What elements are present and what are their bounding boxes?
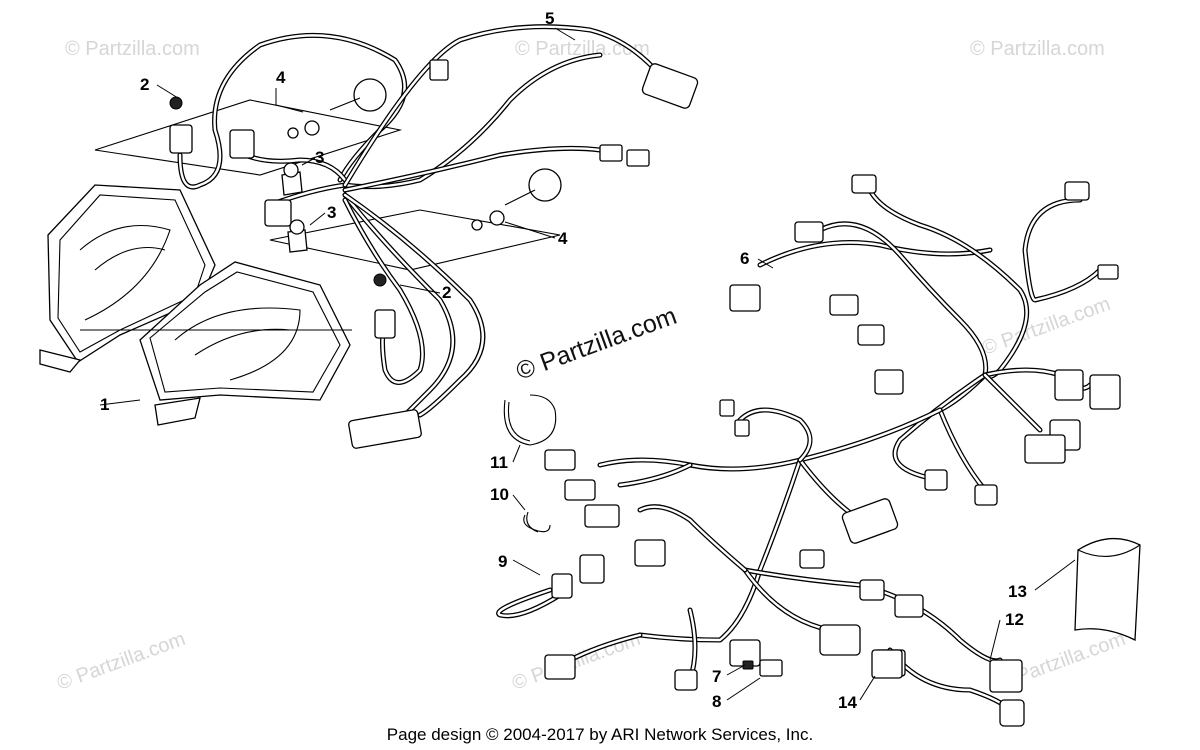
watermark-top-right: © Partzilla.com (970, 38, 1105, 60)
callout-12: 12 (1005, 610, 1024, 629)
callout-6: 6 (740, 249, 749, 268)
watermark-top-left: © Partzilla.com (65, 38, 200, 60)
callout-5: 5 (545, 9, 554, 28)
callout-labels: 1 2 2 3 3 4 4 5 6 7 8 9 10 11 12 13 14 (100, 9, 1027, 712)
watermark-top-center: © Partzilla.com (515, 38, 650, 60)
main-harness-connectors (496, 174, 1141, 727)
callout-11: 11 (490, 453, 508, 472)
callout-4-top: 4 (276, 68, 286, 87)
callout-3-lower: 3 (327, 203, 336, 222)
leader-lines (99, 27, 1076, 701)
headlight-sub-harness (177, 24, 663, 418)
callout-14: 14 (838, 693, 857, 712)
page-footer: Page design © 2004-2017 by ARI Network S… (387, 725, 813, 744)
watermark-right-mid: © Partzilla.com (979, 293, 1113, 360)
callout-10: 10 (490, 485, 509, 504)
callout-3-top: 3 (315, 148, 324, 167)
callout-9: 9 (498, 552, 507, 571)
callout-1: 1 (100, 395, 109, 414)
watermark-main: © Partzilla.com (512, 302, 680, 386)
callout-7: 7 (712, 667, 721, 686)
headlight-connectors (169, 59, 699, 449)
callout-2-top: 2 (140, 75, 149, 94)
main-harness (567, 187, 1103, 713)
callout-2-lower: 2 (442, 283, 451, 302)
exploded-view-lines (94, 99, 561, 271)
callout-8: 8 (712, 692, 721, 711)
headlight-assembly (39, 184, 352, 426)
watermark-bottom-left: © Partzilla.com (54, 628, 188, 695)
callout-4-lower: 4 (558, 229, 568, 248)
callout-13: 13 (1008, 582, 1027, 601)
